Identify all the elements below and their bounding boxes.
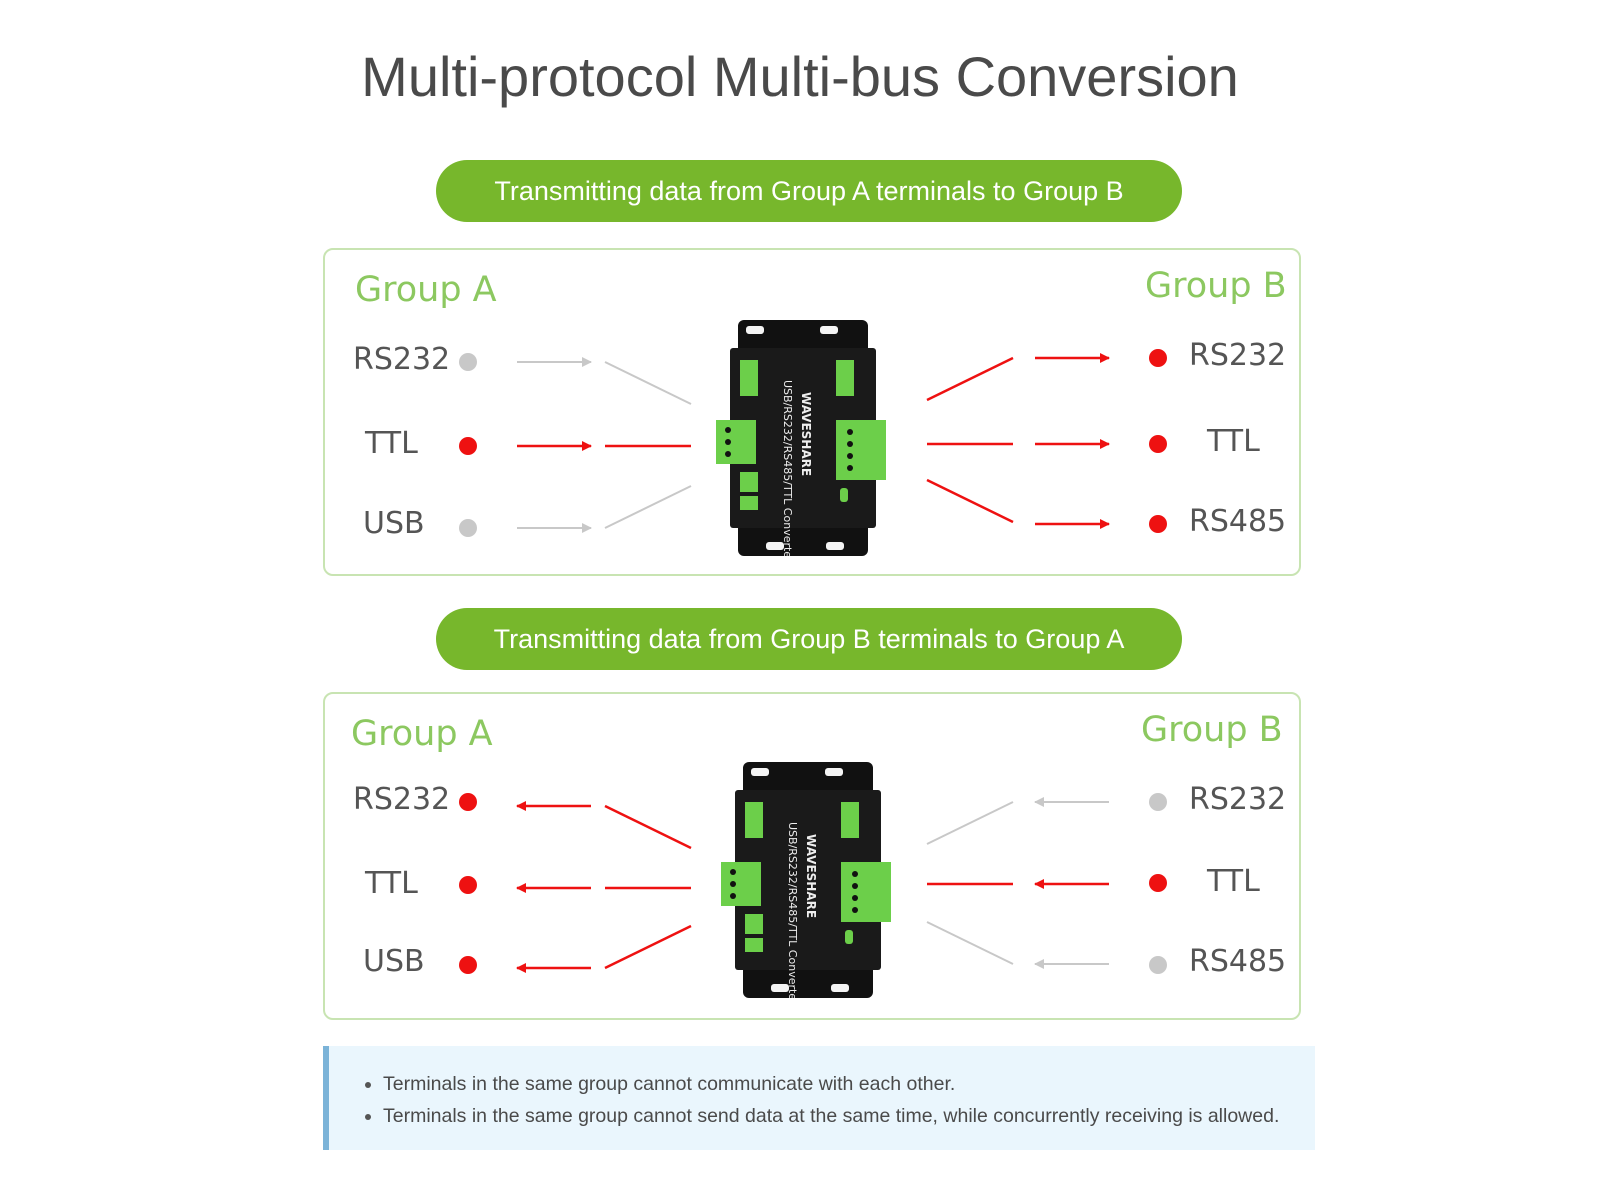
- svg-text:USB/RS232/RS485/TTL Converter: USB/RS232/RS485/TTL Converter: [786, 822, 799, 998]
- terminal-label: TTL: [365, 426, 418, 461]
- status-dot: [459, 956, 477, 974]
- status-dot: [1149, 793, 1167, 811]
- connection-arrows: [516, 797, 1109, 973]
- note-item: Terminals in the same group cannot send …: [365, 1100, 1315, 1132]
- status-dot: [459, 793, 477, 811]
- link-b-rs232: [926, 356, 1014, 402]
- link-a-rs232: [604, 804, 692, 850]
- link-a-rs232: [604, 361, 692, 405]
- status-dot: [1149, 956, 1167, 974]
- group-a-title: Group A: [351, 714, 493, 754]
- terminal-label: RS232: [353, 342, 451, 377]
- panel-b-to-a: Group A Group B RS232 TTL USB RS232 TTL …: [323, 692, 1301, 1020]
- link-a-usb: [604, 485, 692, 529]
- terminal-label: USB: [363, 944, 425, 979]
- svg-text:WAVESHARE: WAVESHARE: [799, 392, 813, 476]
- terminal-label: TTL: [365, 866, 418, 901]
- banner-a-to-b: Transmitting data from Group A terminals…: [436, 160, 1182, 222]
- terminal-label: RS232: [1189, 338, 1287, 373]
- terminal-label: RS232: [1189, 782, 1287, 817]
- status-dot: [459, 437, 477, 455]
- terminal-label: RS232: [353, 782, 451, 817]
- status-dot: [459, 876, 477, 894]
- link-b-rs232: [926, 801, 1014, 845]
- converter-device-image: USB/RS232/RS485/TTL Converter WAVESHARE: [715, 762, 915, 1005]
- terminal-label: TTL: [1207, 864, 1260, 899]
- status-dot: [1149, 515, 1167, 533]
- status-dot: [1149, 874, 1167, 892]
- note-item: Terminals in the same group cannot commu…: [365, 1068, 1315, 1100]
- status-dot: [459, 353, 477, 371]
- terminal-label: RS485: [1189, 504, 1287, 539]
- link-a-usb: [604, 924, 692, 970]
- terminal-label: USB: [363, 506, 425, 541]
- panel-a-to-b: Group A Group B RS232 TTL USB RS232 TTL …: [323, 248, 1301, 576]
- terminal-label: RS485: [1189, 944, 1287, 979]
- terminal-label: TTL: [1207, 424, 1260, 459]
- group-b-title: Group B: [1141, 710, 1283, 750]
- group-b-title: Group B: [1145, 266, 1287, 306]
- banner-b-to-a: Transmitting data from Group B terminals…: [436, 608, 1182, 670]
- status-dot: [459, 519, 477, 537]
- converter-device-image: USB/RS232/RS485/TTL Converter WAVESHARE: [710, 320, 910, 563]
- group-a-title: Group A: [355, 270, 497, 310]
- link-b-rs485: [926, 921, 1014, 965]
- page-title: Multi-protocol Multi-bus Conversion: [361, 45, 1239, 108]
- svg-text:WAVESHARE: WAVESHARE: [804, 834, 818, 918]
- status-dot: [1149, 435, 1167, 453]
- svg-text:USB/RS232/RS485/TTL Converter: USB/RS232/RS485/TTL Converter: [781, 380, 794, 556]
- note-list: Terminals in the same group cannot commu…: [329, 1046, 1315, 1132]
- connection-arrows: [517, 353, 1110, 533]
- link-b-rs485: [926, 478, 1014, 524]
- status-dot: [1149, 349, 1167, 367]
- info-note: Terminals in the same group cannot commu…: [323, 1046, 1315, 1150]
